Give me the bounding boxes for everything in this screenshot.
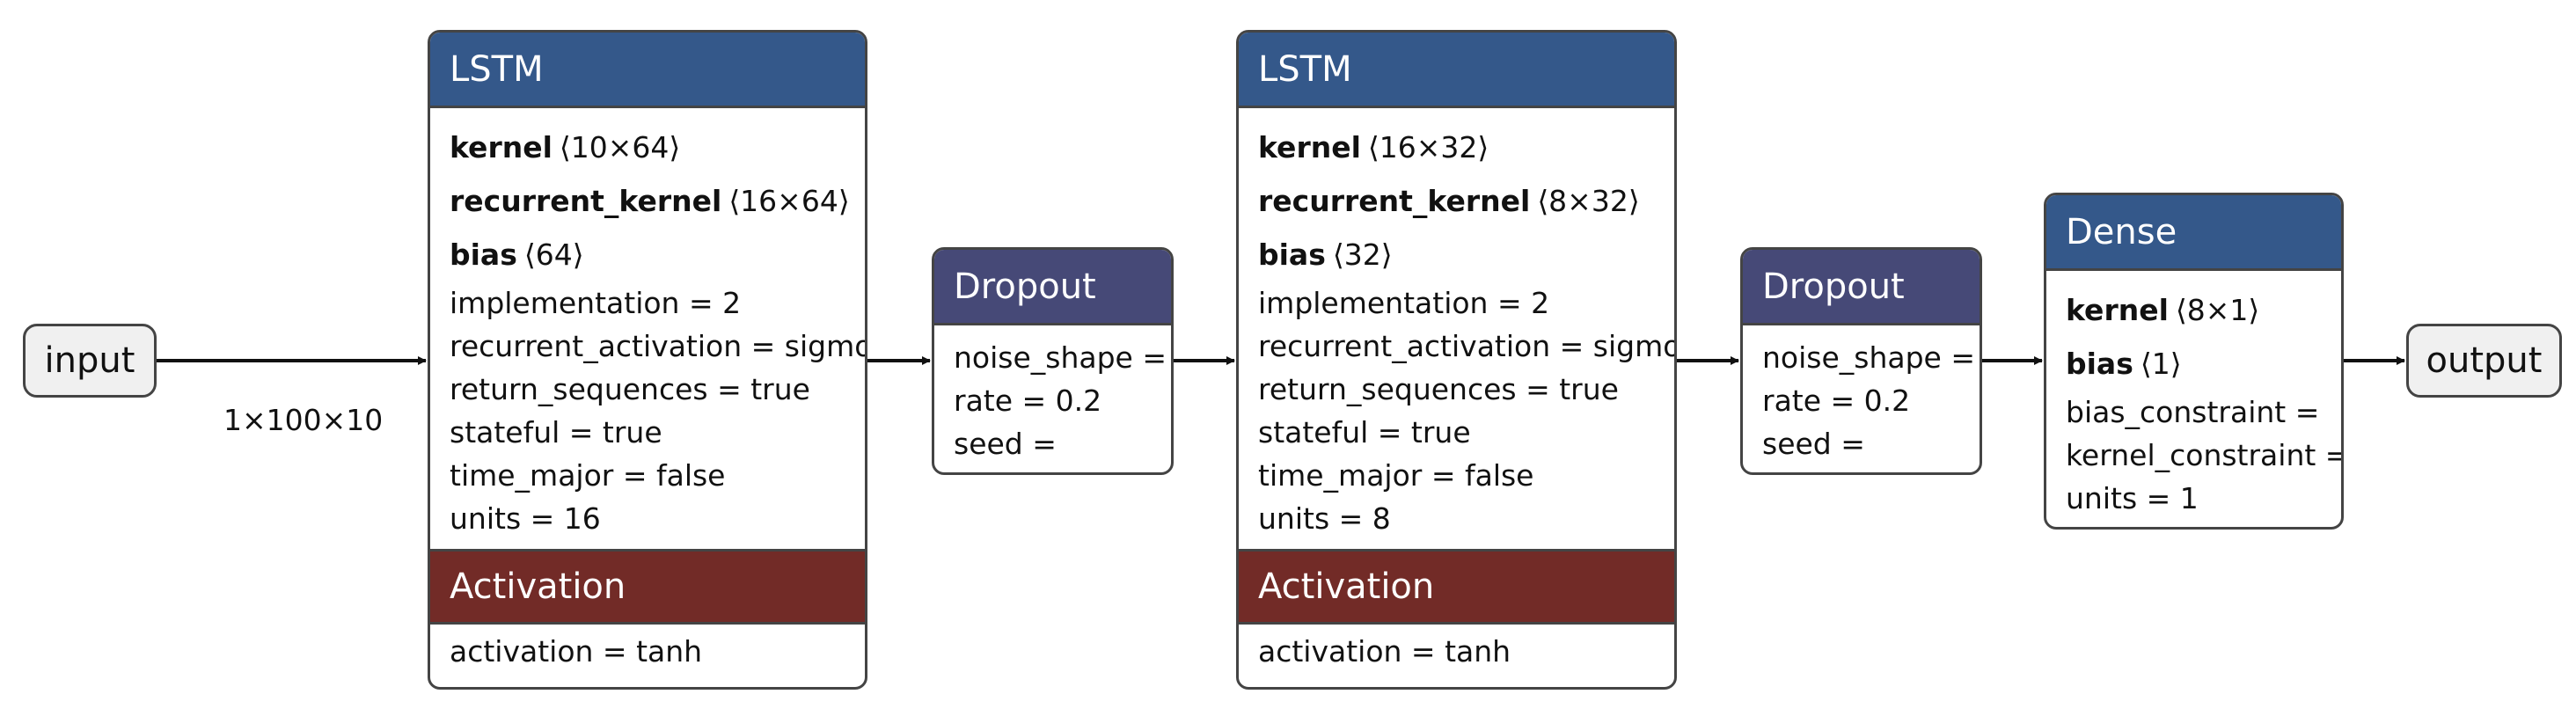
weight-name: kernel xyxy=(450,130,553,164)
attr-row: units = 16 xyxy=(450,501,601,536)
activation-attr: activation = tanh xyxy=(1258,634,1511,669)
output-node[interactable]: output xyxy=(2406,324,2562,398)
activation-title: Activation xyxy=(1258,566,1435,607)
weight-name: recurrent_kernel xyxy=(450,184,722,218)
dropout-header: Dropout xyxy=(934,250,1171,325)
weight-name: kernel xyxy=(1258,130,1361,164)
weight-name: recurrent_kernel xyxy=(1258,184,1531,218)
weight-row: bias⟨32⟩ xyxy=(1258,228,1655,281)
attr-row: implementation = 2 xyxy=(1258,286,1550,320)
weight-shape: ⟨16×64⟩ xyxy=(728,184,850,218)
weight-shape: ⟨8×1⟩ xyxy=(2175,293,2260,327)
attr-row: recurrent_activation = sigmoid xyxy=(1258,329,1677,363)
weight-row: bias⟨1⟩ xyxy=(2066,337,2322,391)
node-title: Dropout xyxy=(954,266,1096,307)
weight-row: bias⟨64⟩ xyxy=(450,228,845,281)
weight-row: kernel⟨8×1⟩ xyxy=(2066,283,2322,337)
activation-header: Activation xyxy=(430,549,865,625)
weight-name: bias xyxy=(2066,347,2133,381)
weight-name: kernel xyxy=(2066,293,2169,327)
dropout-node-1[interactable]: Dropout noise_shape = rate = 0.2 seed = xyxy=(932,247,1174,475)
attr-row: recurrent_activation = sigmoid xyxy=(450,329,867,363)
attr-row: implementation = 2 xyxy=(450,286,742,320)
attr-row: units = 8 xyxy=(1258,501,1391,536)
attr-row: noise_shape = xyxy=(954,340,1167,375)
weight-row: kernel⟨10×64⟩ xyxy=(450,121,845,174)
weight-row: kernel⟨16×32⟩ xyxy=(1258,121,1655,174)
activation-attr: activation = tanh xyxy=(450,634,703,669)
dropout-header: Dropout xyxy=(1743,250,1980,325)
weight-name: bias xyxy=(1258,237,1326,272)
weight-row: recurrent_kernel⟨8×32⟩ xyxy=(1258,174,1655,228)
output-label: output xyxy=(2426,340,2543,381)
weight-shape: ⟨10×64⟩ xyxy=(559,130,681,164)
lstm-header: LSTM xyxy=(1239,33,1674,108)
dense-node[interactable]: Dense kernel⟨8×1⟩ bias⟨1⟩ bias_constrain… xyxy=(2044,193,2344,530)
weight-name: bias xyxy=(450,237,517,272)
input-label: input xyxy=(44,340,135,381)
activation-header: Activation xyxy=(1239,549,1674,625)
attr-row: rate = 0.2 xyxy=(1762,384,1911,418)
dense-header: Dense xyxy=(2046,195,2341,271)
attr-row: noise_shape = xyxy=(1762,340,1975,375)
attr-row: time_major = false xyxy=(1258,458,1534,493)
lstm-node-1[interactable]: LSTM kernel⟨10×64⟩ recurrent_kernel⟨16×6… xyxy=(428,30,867,690)
attr-row: rate = 0.2 xyxy=(954,384,1102,418)
attr-row: stateful = true xyxy=(1258,415,1471,449)
attr-row: seed = xyxy=(954,427,1057,461)
node-title: LSTM xyxy=(450,48,544,90)
weight-shape: ⟨32⟩ xyxy=(1332,237,1393,272)
attr-row: units = 1 xyxy=(2066,481,2199,515)
weight-shape: ⟨16×32⟩ xyxy=(1367,130,1489,164)
attr-row: bias_constraint = xyxy=(2066,395,2320,429)
attr-row: time_major = false xyxy=(450,458,726,493)
attr-row: return_sequences = true xyxy=(1258,372,1619,406)
lstm-node-2[interactable]: LSTM kernel⟨16×32⟩ recurrent_kernel⟨8×32… xyxy=(1236,30,1677,690)
attr-row: return_sequences = true xyxy=(450,372,810,406)
input-shape-label: 1×100×10 xyxy=(223,403,384,437)
activation-title: Activation xyxy=(450,566,626,607)
weight-row: recurrent_kernel⟨16×64⟩ xyxy=(450,174,850,228)
dropout-node-2[interactable]: Dropout noise_shape = rate = 0.2 seed = xyxy=(1740,247,1982,475)
input-node[interactable]: input xyxy=(23,324,157,398)
node-title: Dense xyxy=(2066,211,2177,252)
attr-row: seed = xyxy=(1762,427,1865,461)
attr-row: kernel_constraint = xyxy=(2066,438,2344,472)
weight-shape: ⟨1⟩ xyxy=(2140,347,2182,381)
attr-row: stateful = true xyxy=(450,415,662,449)
weight-shape: ⟨8×32⟩ xyxy=(1537,184,1640,218)
node-title: LSTM xyxy=(1258,48,1352,90)
node-title: Dropout xyxy=(1762,266,1905,307)
lstm-header: LSTM xyxy=(430,33,865,108)
weight-shape: ⟨64⟩ xyxy=(523,237,584,272)
